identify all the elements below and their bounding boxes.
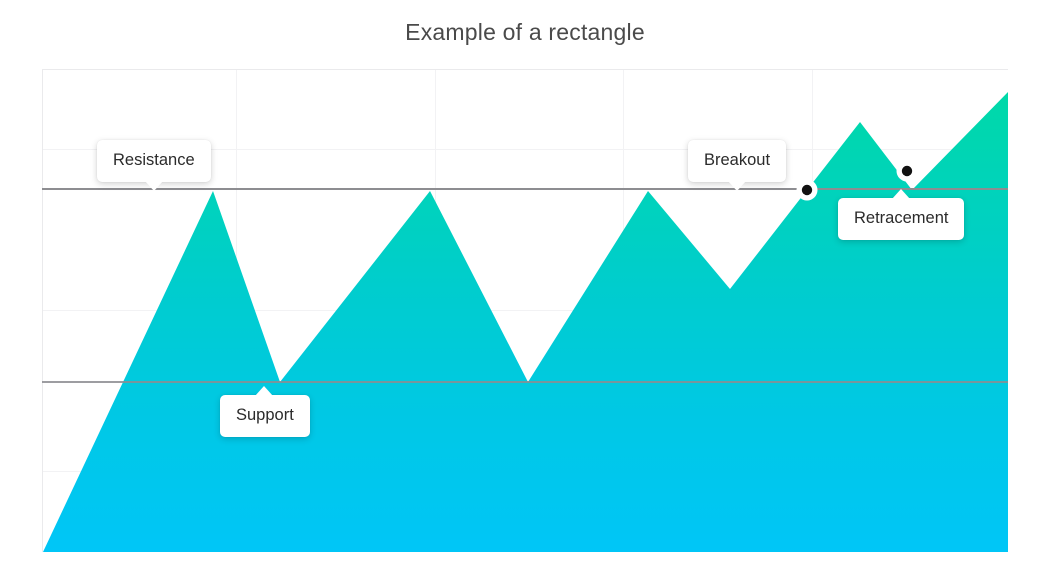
annotation-retracement[interactable]: Retracement — [838, 189, 965, 240]
retracement-marker[interactable] — [896, 160, 918, 182]
annotation-retracement-label: Retracement — [854, 209, 949, 227]
page-title: Example of a rectangle — [405, 19, 645, 45]
callout-tail-icon — [728, 180, 747, 191]
plot-border — [42, 69, 1008, 552]
annotation-breakout-label: Breakout — [704, 151, 771, 169]
annotation-breakout[interactable]: Breakout — [688, 140, 787, 191]
annotation-resistance[interactable]: Resistance — [97, 140, 211, 191]
callout-tail-icon — [144, 180, 163, 191]
annotation-support-label: Support — [236, 406, 294, 424]
annotation-resistance-label: Resistance — [113, 151, 195, 169]
breakout-marker-dot — [801, 184, 813, 196]
retracement-marker-dot — [901, 165, 913, 177]
callout-tail-icon — [254, 386, 273, 396]
callout-tail-icon — [892, 189, 911, 199]
price-area-fill — [43, 92, 1008, 552]
breakout-marker[interactable] — [796, 179, 818, 201]
annotation-support[interactable]: Support — [220, 386, 310, 437]
